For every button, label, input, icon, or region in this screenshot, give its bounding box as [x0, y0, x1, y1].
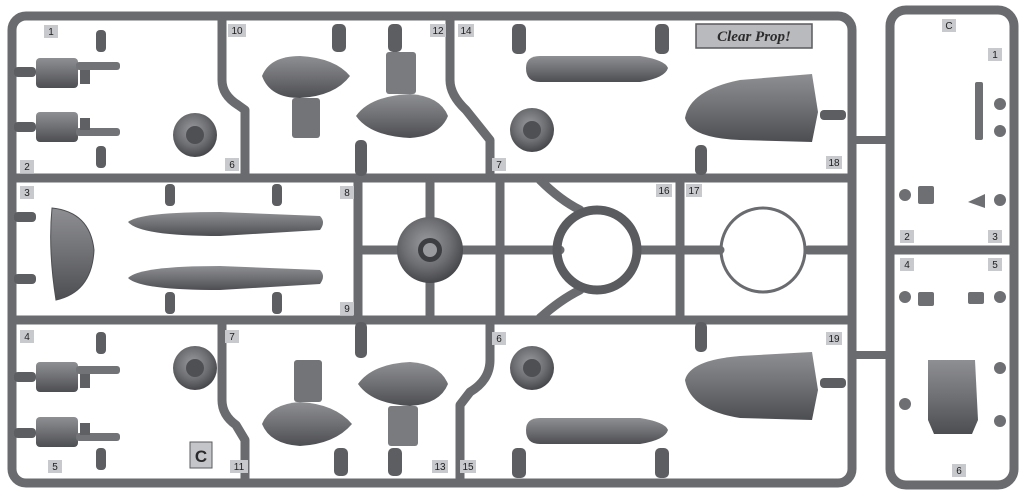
spinner-part	[262, 56, 350, 138]
label-c6: 6	[229, 160, 235, 171]
label-c8: 8	[344, 188, 350, 199]
svg-text:C: C	[195, 447, 207, 466]
side-sprue-frame	[885, 5, 1019, 490]
small-parts-side	[899, 82, 1006, 434]
hub-disc-part	[397, 217, 463, 283]
label-s4: 4	[904, 260, 910, 271]
label-c2: 2	[24, 162, 30, 173]
prop-hub-part	[36, 58, 120, 88]
spinner-part	[356, 52, 448, 138]
label-c9: 9	[344, 304, 350, 315]
sprue-letter-tab: C	[189, 441, 213, 469]
wheel-part	[510, 108, 554, 152]
label-c6b: 6	[496, 334, 502, 345]
wheel-part	[173, 113, 217, 157]
prop-hub-part	[36, 112, 120, 142]
label-c7: 7	[229, 332, 235, 343]
label-c14: 14	[460, 26, 472, 37]
label-c11: 11	[234, 462, 245, 473]
label-c15: 15	[462, 462, 474, 473]
label-c16: 16	[658, 186, 670, 197]
main-sprue-frame	[7, 11, 857, 488]
label-s6: 6	[956, 466, 962, 477]
wheel-part	[510, 346, 554, 390]
part-number-labels: 1 2 3 4 5 6 7 8 9 10 11 12 13 14 15 16 1…	[20, 19, 1002, 477]
label-c10: 10	[231, 26, 243, 37]
wheel-part	[173, 346, 217, 390]
label-s5: 5	[992, 260, 998, 271]
spinner-part	[262, 360, 352, 446]
label-c19: 19	[828, 334, 840, 345]
label-c17: 17	[688, 186, 700, 197]
tank-part	[526, 56, 668, 82]
spinner-part	[358, 362, 448, 446]
manufacturer-logo: Clear Prop!	[695, 23, 813, 49]
label-c5: 5	[52, 462, 58, 473]
gates	[14, 24, 846, 478]
ring-part	[552, 205, 642, 295]
label-c12: 12	[432, 26, 444, 37]
label-s3: 3	[992, 232, 998, 243]
prop-hub-part	[36, 417, 120, 447]
connector-bars	[852, 136, 890, 359]
label-c13: 13	[434, 462, 446, 473]
label-c7b: 7	[496, 160, 502, 171]
label-side-letter: C	[945, 21, 952, 32]
fairing-part	[685, 74, 818, 142]
wing-strip-part	[128, 266, 323, 290]
label-c3: 3	[24, 188, 30, 199]
tank-part	[526, 418, 668, 444]
label-c18: 18	[828, 158, 840, 169]
label-c1: 1	[48, 27, 54, 38]
label-s1: 1	[992, 50, 998, 61]
label-c4: 4	[24, 332, 30, 343]
fin-part	[50, 207, 95, 301]
prop-hub-part	[36, 362, 120, 392]
wing-strip-part	[128, 212, 323, 236]
fairing-part	[685, 352, 818, 420]
ring-part	[719, 206, 807, 294]
label-s2: 2	[904, 232, 910, 243]
svg-text:Clear Prop!: Clear Prop!	[717, 29, 791, 45]
